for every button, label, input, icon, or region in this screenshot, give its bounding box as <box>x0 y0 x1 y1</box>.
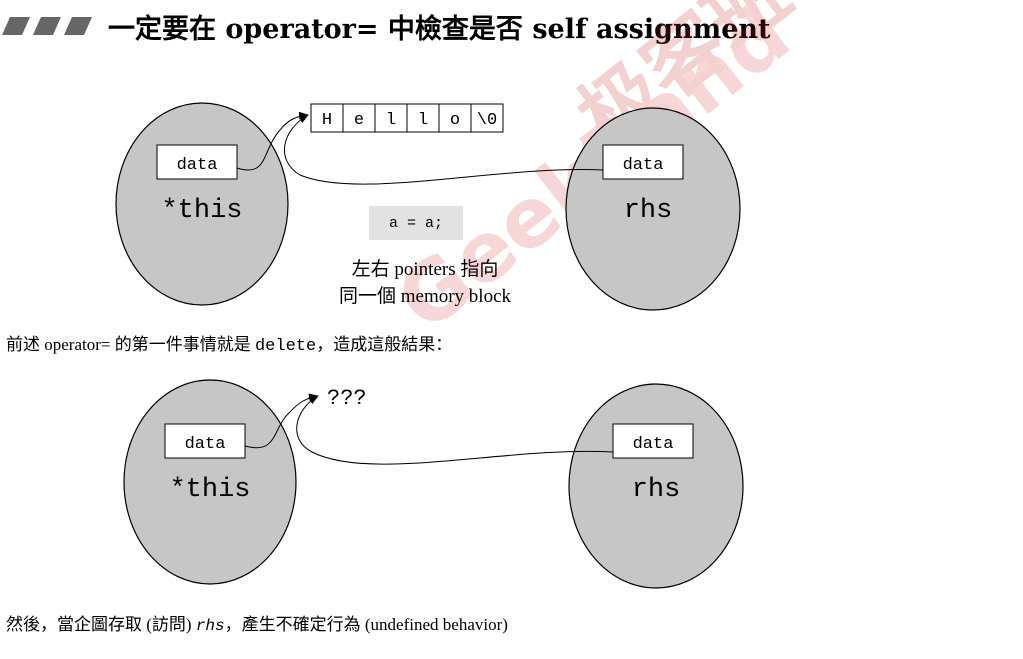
char-cell <box>470 103 504 133</box>
char-cell <box>406 103 440 133</box>
this-data-label-1: data <box>177 156 218 175</box>
rhs-keyword: rhs <box>195 617 225 635</box>
char-value: l <box>386 111 396 130</box>
delete-keyword: delete <box>254 337 317 356</box>
this-data-field-1 <box>156 144 238 180</box>
char-cell <box>374 103 408 133</box>
diagram-1: data *this data rhs H e l l o \0 <box>115 102 741 311</box>
rhs-pointer-arrow-2 <box>296 395 614 465</box>
this-pointer-arrow-1 <box>236 111 309 171</box>
title-bullet-icon <box>2 17 30 35</box>
char-value: \0 <box>477 111 497 130</box>
pointer-note-line-2: 同一個 memory block <box>338 286 512 307</box>
delete-explanation-pre: 前述 operator= 的第一件事情就是 <box>6 335 255 354</box>
this-data-field-2 <box>164 423 246 459</box>
char-value: l <box>418 111 428 130</box>
char-value: H <box>322 111 332 130</box>
rhs-data-label-1: data <box>623 156 664 175</box>
title-bullets <box>2 17 92 35</box>
undefined-behavior-text: 然後，當企圖存取 (訪問) rhs，產生不確定行為 (undefined beh… <box>6 610 508 635</box>
string-buffer: H e l l o \0 <box>310 103 504 133</box>
self-assign-code: a = a; <box>369 206 463 240</box>
this-pointer-arrow-2 <box>244 393 319 449</box>
char-cell <box>342 103 376 133</box>
rhs-label-1: rhs <box>624 196 673 226</box>
rhs-data-field-1 <box>602 144 684 180</box>
this-data-label-2: data <box>185 435 226 454</box>
page-title: 一定要在 operator= 中檢查是否 self assignment <box>108 13 771 45</box>
title-bullet-icon <box>33 17 61 35</box>
pointer-note: 左右 pointers 指向 同一個 memory block <box>300 256 550 310</box>
title-bullet-icon <box>64 17 92 35</box>
delete-explanation-post: ，造成這般結果： <box>316 335 453 354</box>
rhs-label-2: rhs <box>632 475 681 505</box>
char-cell <box>310 103 344 133</box>
dangling-target: ??? <box>327 386 367 411</box>
ub-text-pre: 然後，當企圖存取 (訪問) <box>6 615 196 634</box>
title-bar: 一定要在 operator= 中檢查是否 self assignment <box>2 6 770 46</box>
char-value: o <box>450 111 460 130</box>
char-value: e <box>354 111 364 130</box>
rhs-pointer-arrow-1 <box>284 114 604 185</box>
rhs-data-label-2: data <box>633 435 674 454</box>
diagram-2: data *this data rhs ??? <box>123 379 744 589</box>
delete-explanation: 前述 operator= 的第一件事情就是 delete，造成這般結果： <box>6 330 452 356</box>
this-label-1: *this <box>161 196 242 226</box>
ub-text-post: ，產生不確定行為 (undefined behavior) <box>224 615 508 634</box>
rhs-data-field-2 <box>612 423 694 459</box>
this-label-2: *this <box>169 475 250 505</box>
pointer-note-line-1: 左右 pointers 指向 <box>351 259 499 280</box>
char-cell <box>438 103 472 133</box>
